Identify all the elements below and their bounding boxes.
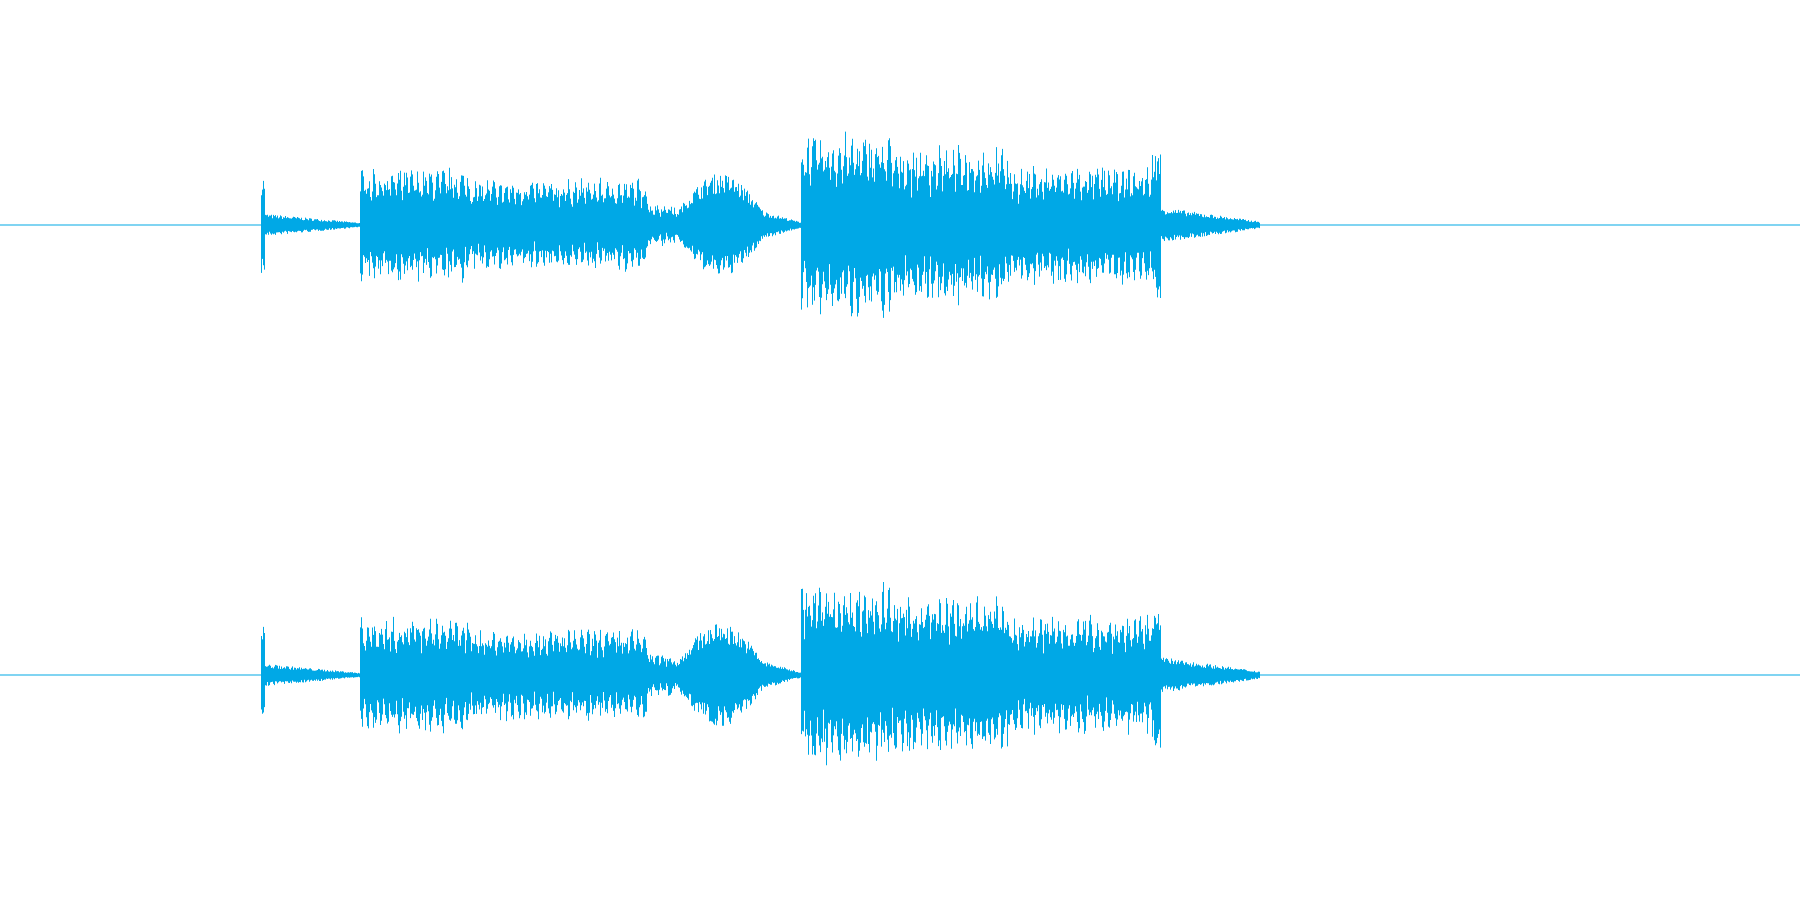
- channel-right[interactable]: [0, 450, 1800, 900]
- waveform-trace-right: [261, 582, 1260, 766]
- waveform-left-svg: [0, 131, 1800, 318]
- channel-left[interactable]: [0, 0, 1800, 450]
- waveform-right: [261, 582, 1260, 766]
- waveform-right-svg: [0, 582, 1800, 766]
- waveform-left: [261, 131, 1260, 318]
- waveform-trace-left: [261, 131, 1260, 318]
